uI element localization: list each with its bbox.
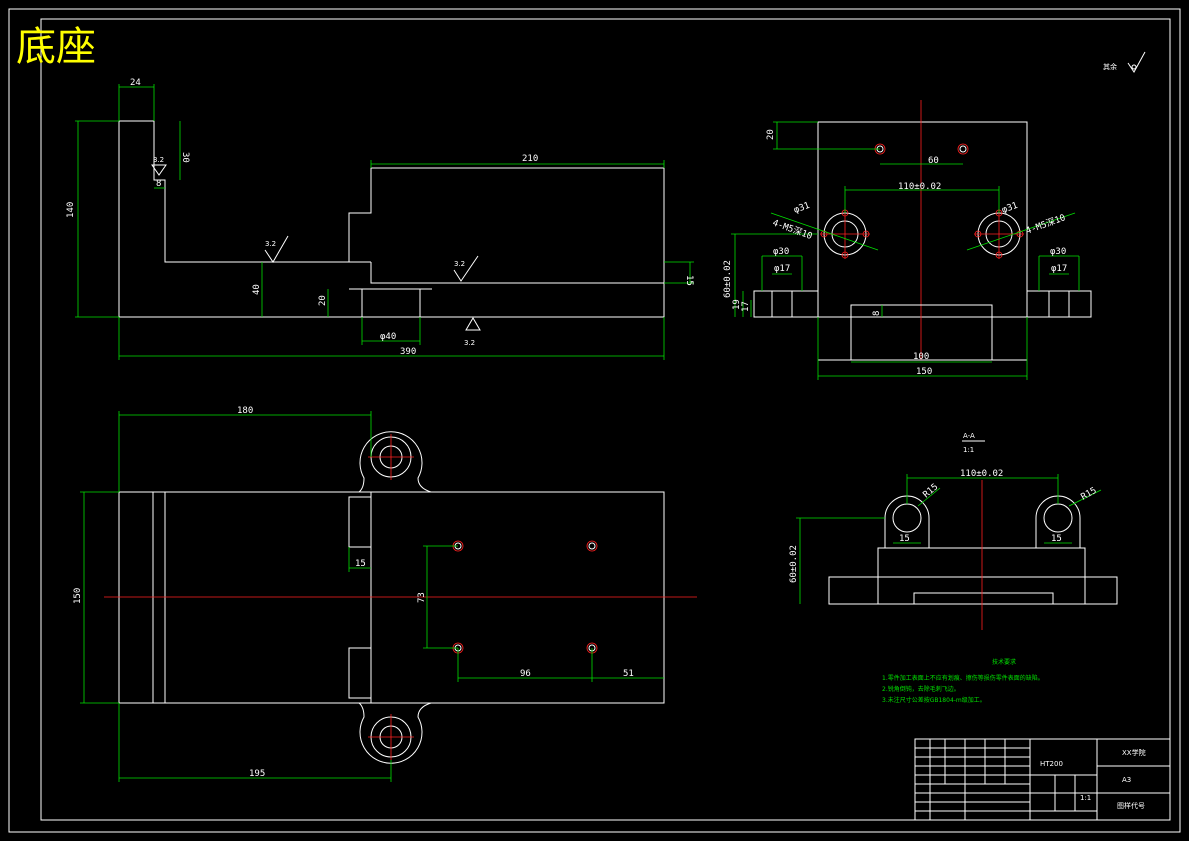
svg-text:XX学院: XX学院	[1122, 748, 1146, 757]
svg-text:30: 30	[180, 152, 190, 163]
svg-text:140: 140	[66, 202, 76, 218]
svg-text:φ17: φ17	[774, 264, 790, 274]
svg-text:73: 73	[417, 592, 427, 603]
sheet-title: 底座	[16, 24, 96, 70]
svg-text:60±0.02: 60±0.02	[789, 545, 799, 583]
svg-text:4-M5深10: 4-M5深10	[771, 217, 814, 242]
svg-text:100: 100	[913, 352, 929, 362]
svg-text:8: 8	[872, 311, 882, 316]
svg-text:φ40: φ40	[380, 332, 396, 342]
svg-text:3.2: 3.2	[153, 156, 164, 164]
svg-text:19: 19	[732, 299, 742, 310]
svg-text:15: 15	[899, 534, 910, 544]
section-aa: A-A 1:1 110±0.02 R15 R15 15 15 60±0.02	[789, 432, 1118, 630]
svg-text:20: 20	[766, 129, 776, 140]
svg-text:150: 150	[916, 367, 932, 377]
svg-text:17: 17	[741, 301, 751, 312]
svg-text:A3: A3	[1122, 776, 1131, 784]
svg-text:1:1: 1:1	[1080, 794, 1091, 802]
svg-text:HT200: HT200	[1040, 760, 1063, 768]
svg-text:1.零件加工表面上不应有划痕、擦伤等损伤零件表面的缺陷。: 1.零件加工表面上不应有划痕、擦伤等损伤零件表面的缺陷。	[882, 674, 1044, 682]
svg-text:51: 51	[623, 669, 634, 679]
side-view: 20 60 110±0.02 φ31 φ31 4-M5深10 4-M5深10 φ…	[723, 100, 1092, 380]
svg-text:8: 8	[156, 179, 161, 189]
top-view: 180 150 15 73 96 51 195	[73, 406, 697, 782]
svg-text:60: 60	[928, 156, 939, 166]
roughness-note: 其余	[1103, 62, 1117, 71]
svg-text:3.未注尺寸公差按GB1804-m级加工。: 3.未注尺寸公差按GB1804-m级加工。	[882, 696, 986, 704]
svg-text:图样代号: 图样代号	[1117, 801, 1145, 810]
svg-text:15: 15	[1051, 534, 1062, 544]
svg-text:15: 15	[355, 559, 366, 569]
svg-text:150: 150	[73, 588, 83, 604]
svg-text:技术要求: 技术要求	[992, 658, 1016, 666]
svg-text:180: 180	[237, 406, 253, 416]
svg-text:210: 210	[522, 154, 538, 164]
title-block: XX学院 HT200 A3 1:1 图样代号	[914, 738, 1171, 821]
svg-text:20: 20	[318, 295, 328, 306]
svg-text:3.2: 3.2	[265, 240, 276, 248]
inner-frame	[40, 18, 1171, 821]
svg-text:96: 96	[520, 669, 531, 679]
tech-requirements: 技术要求 1.零件加工表面上不应有划痕、擦伤等损伤零件表面的缺陷。 2.锐角倒钝…	[882, 658, 1044, 704]
svg-text:φ30: φ30	[773, 247, 789, 257]
svg-text:φ30: φ30	[1050, 247, 1066, 257]
svg-text:40: 40	[252, 284, 262, 295]
svg-text:R15: R15	[922, 482, 941, 500]
svg-text:390: 390	[400, 347, 416, 357]
svg-text:24: 24	[130, 78, 141, 88]
svg-text:R15: R15	[1080, 486, 1099, 503]
svg-text:110±0.02: 110±0.02	[960, 469, 1003, 479]
svg-text:1:1: 1:1	[963, 446, 974, 454]
svg-text:60±0.02: 60±0.02	[723, 260, 733, 298]
svg-text:φ31: φ31	[793, 201, 812, 216]
svg-text:3.2: 3.2	[454, 260, 465, 268]
roughness-symbol	[1127, 51, 1146, 73]
front-view: 24 30 8 140 210 40 20 φ40 390 15 3.2 3.2…	[66, 78, 694, 360]
svg-text:3.2: 3.2	[464, 339, 475, 347]
svg-text:φ17: φ17	[1051, 264, 1067, 274]
svg-text:195: 195	[249, 769, 265, 779]
outer-frame	[8, 8, 1181, 833]
svg-text:15: 15	[684, 275, 694, 286]
svg-text:2.锐角倒钝，去除毛刺飞边。: 2.锐角倒钝，去除毛刺飞边。	[882, 685, 960, 693]
svg-text:4-M5深10: 4-M5深10	[1024, 212, 1067, 237]
svg-text:110±0.02: 110±0.02	[898, 182, 941, 192]
svg-text:A-A: A-A	[963, 432, 975, 440]
svg-text:φ31: φ31	[1001, 201, 1020, 216]
